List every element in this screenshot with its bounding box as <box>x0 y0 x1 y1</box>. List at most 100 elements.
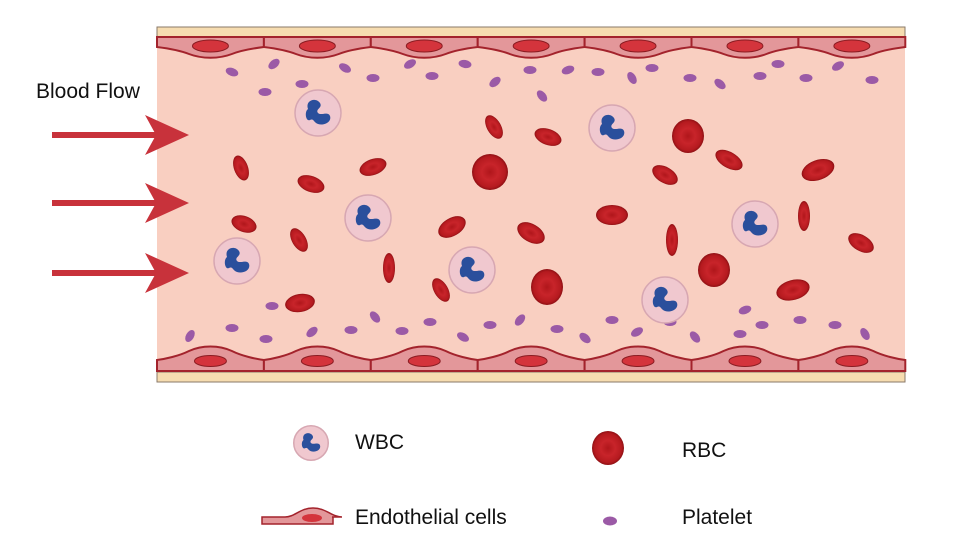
platelet <box>738 305 752 315</box>
wbc-nucleus <box>459 256 485 282</box>
legend-rbc-label: RBC <box>682 439 727 462</box>
arrow-shaft <box>52 200 162 206</box>
legend-icons <box>261 425 624 526</box>
red-blood-cell <box>666 224 678 256</box>
legend-endothelial-nucleus <box>302 514 322 522</box>
platelet <box>366 74 380 82</box>
vessel-wall-bottom <box>156 371 906 383</box>
platelet <box>259 335 273 343</box>
platelet <box>860 328 870 340</box>
endothelial-nucleus <box>514 355 548 367</box>
red-blood-cell <box>652 165 678 185</box>
endothelial-nucleus <box>619 39 657 53</box>
red-blood-cell <box>596 205 628 225</box>
red-blood-cells <box>231 115 874 313</box>
red-blood-cell <box>359 158 387 176</box>
platelet <box>605 316 619 324</box>
red-blood-cell <box>848 233 874 253</box>
platelet <box>631 327 643 337</box>
vessel-lumen <box>157 36 905 374</box>
arrow-shaft <box>52 132 162 138</box>
endothelial-nucleus <box>833 39 871 53</box>
red-blood-cell <box>297 175 325 193</box>
platelet <box>561 65 575 75</box>
platelet <box>645 64 659 72</box>
red-blood-cell <box>798 201 810 231</box>
platelet <box>865 76 879 84</box>
red-blood-cell <box>715 149 743 171</box>
platelet <box>832 61 844 71</box>
arrow-shaft <box>52 270 162 276</box>
platelet <box>536 90 548 102</box>
endothelial-nucleus <box>193 355 227 367</box>
arrow-head <box>145 115 189 155</box>
platelet <box>225 67 239 77</box>
platelet <box>689 331 701 343</box>
platelet <box>489 76 501 88</box>
platelet <box>579 332 591 344</box>
red-blood-cell <box>285 293 315 313</box>
flow-arrows <box>52 115 189 293</box>
platelet <box>483 321 497 329</box>
endothelial-nucleus <box>512 39 550 53</box>
platelet <box>295 80 309 88</box>
wbc-nucleus <box>301 433 321 452</box>
legend-platelet-icon <box>603 516 617 526</box>
platelet <box>423 318 437 326</box>
endothelial-nucleus <box>621 355 655 367</box>
platelet <box>733 330 747 338</box>
endothelial-nucleus <box>407 355 441 367</box>
platelet <box>627 72 637 84</box>
legend-platelet-label: Platelet <box>682 506 753 529</box>
blood-flow-label: Blood Flow <box>36 80 140 103</box>
platelet <box>793 316 807 324</box>
platelet <box>828 321 842 329</box>
platelet <box>771 60 785 68</box>
arrow-head <box>145 183 189 223</box>
platelet <box>799 74 813 82</box>
legend-wbc-label: WBC <box>355 431 404 454</box>
wbc-nucleus <box>305 99 331 125</box>
endothelial-nucleus <box>298 39 336 53</box>
platelet <box>683 74 697 82</box>
endothelial-nucleus <box>835 355 869 367</box>
platelet <box>306 326 318 338</box>
wbc-nucleus <box>355 204 381 230</box>
platelet <box>755 321 769 329</box>
red-blood-cell <box>698 253 730 287</box>
red-blood-cell <box>517 222 545 244</box>
platelet <box>185 330 195 342</box>
red-blood-cell <box>776 279 810 301</box>
red-blood-cell <box>531 269 563 305</box>
legend-endothelial-icon <box>261 507 343 525</box>
arrow-head <box>145 253 189 293</box>
platelet <box>714 78 726 90</box>
platelet <box>395 327 409 335</box>
wbc-nucleus <box>742 210 768 236</box>
legend-endothelial-label: Endothelial cells <box>355 506 507 529</box>
red-blood-cell <box>472 154 508 190</box>
platelet <box>425 72 439 80</box>
platelet <box>339 63 351 73</box>
platelet <box>591 68 605 76</box>
platelet <box>225 324 239 332</box>
white-blood-cells <box>213 89 779 324</box>
platelet <box>404 59 416 69</box>
platelets <box>185 58 879 344</box>
red-blood-cell <box>233 155 249 181</box>
platelet <box>457 332 469 342</box>
platelet <box>258 88 272 96</box>
red-blood-cell <box>485 115 503 139</box>
red-blood-cell <box>432 278 450 302</box>
platelet <box>514 314 526 326</box>
wbc-nucleus <box>224 247 250 273</box>
platelet <box>344 326 358 334</box>
legend-rbc-icon <box>592 431 624 465</box>
red-blood-cell <box>438 216 466 238</box>
red-blood-cell <box>231 215 257 233</box>
red-blood-cell <box>534 128 562 146</box>
platelet <box>550 325 564 333</box>
wbc-nucleus <box>599 114 625 140</box>
red-blood-cell <box>801 158 835 182</box>
